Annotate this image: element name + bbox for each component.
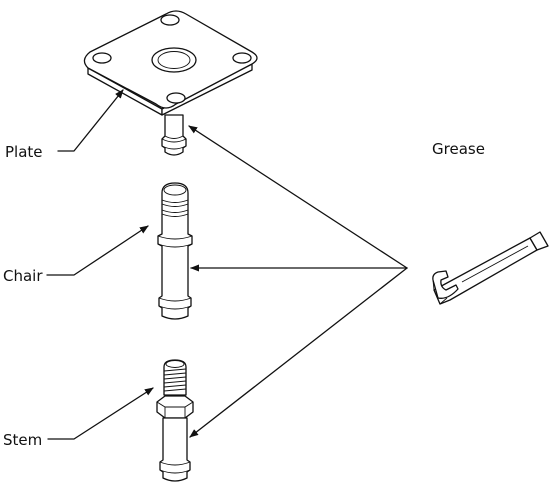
plate-part — [83, 10, 258, 156]
leader-lines — [46, 89, 154, 440]
grease-label: Grease — [432, 140, 485, 158]
plate-label: Plate — [5, 143, 43, 161]
chair-label: Chair — [3, 267, 43, 285]
grease-arrows — [188, 125, 408, 438]
grease-arrow-plate — [188, 125, 408, 269]
stem-label: Stem — [3, 431, 42, 449]
chair-leader — [46, 225, 149, 276]
grease-gun-part — [432, 231, 549, 305]
plate-leader — [57, 89, 124, 152]
stem-leader — [47, 387, 154, 440]
chair-part — [157, 182, 193, 320]
grease-arrow-stem — [189, 267, 408, 438]
stem-part — [156, 359, 194, 482]
